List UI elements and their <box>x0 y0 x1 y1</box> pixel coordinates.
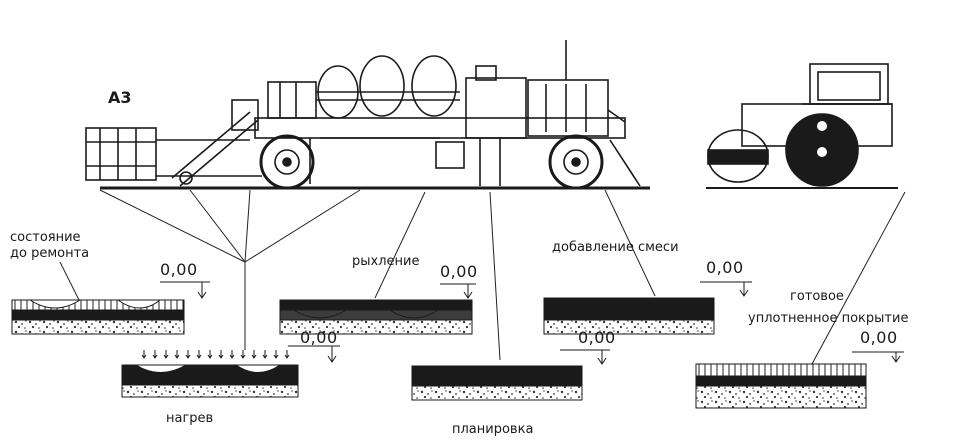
label-before-repair-line1: состояние <box>10 230 81 245</box>
road-roller <box>706 63 898 189</box>
level-mark-loosening: 0,00 <box>440 262 478 281</box>
profile-before-repair <box>11 281 210 335</box>
level-marker <box>288 345 340 363</box>
heat-arrow <box>141 350 147 359</box>
heat-arrow <box>174 350 180 359</box>
recycler-machine <box>85 40 650 190</box>
heat-arrows <box>141 350 290 359</box>
heat-arrow <box>240 350 246 359</box>
heat-arrow <box>262 350 268 359</box>
label-finished-line2: уплотненное покрытие <box>748 311 909 326</box>
label-mix-addition: добавление смеси <box>552 240 679 255</box>
profile-loosening <box>279 283 476 335</box>
level-mark-mix: 0,00 <box>706 258 744 277</box>
profile-heating <box>121 345 340 398</box>
profile-mix-addition <box>543 281 752 335</box>
level-marker <box>160 281 210 299</box>
label-loosening: рыхление <box>352 254 420 269</box>
binder-tanks <box>316 55 460 119</box>
level-marker <box>440 283 476 299</box>
heater-cage <box>85 127 262 181</box>
label-heating: нагрев <box>166 411 214 426</box>
heat-arrow <box>251 350 257 359</box>
leader-lines <box>59 189 906 365</box>
heat-arrow <box>196 350 202 359</box>
diagram-title: А3 <box>108 88 132 107</box>
level-mark-leveling: 0,00 <box>578 328 616 347</box>
heat-arrow <box>229 350 235 359</box>
heat-arrow <box>284 350 290 359</box>
heat-arrow <box>207 350 213 359</box>
front-wheel <box>548 134 604 190</box>
rear-wheel <box>259 134 315 190</box>
roller-rear-wheel <box>785 113 859 187</box>
roller-drum <box>707 129 769 183</box>
heat-arrow <box>163 350 169 359</box>
level-mark-before: 0,00 <box>160 260 198 279</box>
level-marker <box>700 281 752 297</box>
heat-arrow <box>273 350 279 359</box>
level-marker <box>560 349 610 365</box>
label-before-repair-line2: до ремонта <box>10 246 90 261</box>
heat-arrow <box>218 350 224 359</box>
heat-arrow <box>185 350 191 359</box>
label-leveling: планировка <box>452 422 534 437</box>
heat-arrow <box>152 350 158 359</box>
profile-leveling <box>411 349 610 401</box>
conveyor <box>171 99 259 187</box>
level-marker <box>852 351 904 363</box>
level-mark-heating: 0,00 <box>300 328 338 347</box>
profile-finished <box>695 351 904 409</box>
label-finished-line1: готовое <box>790 289 844 304</box>
level-mark-finished: 0,00 <box>860 328 898 347</box>
